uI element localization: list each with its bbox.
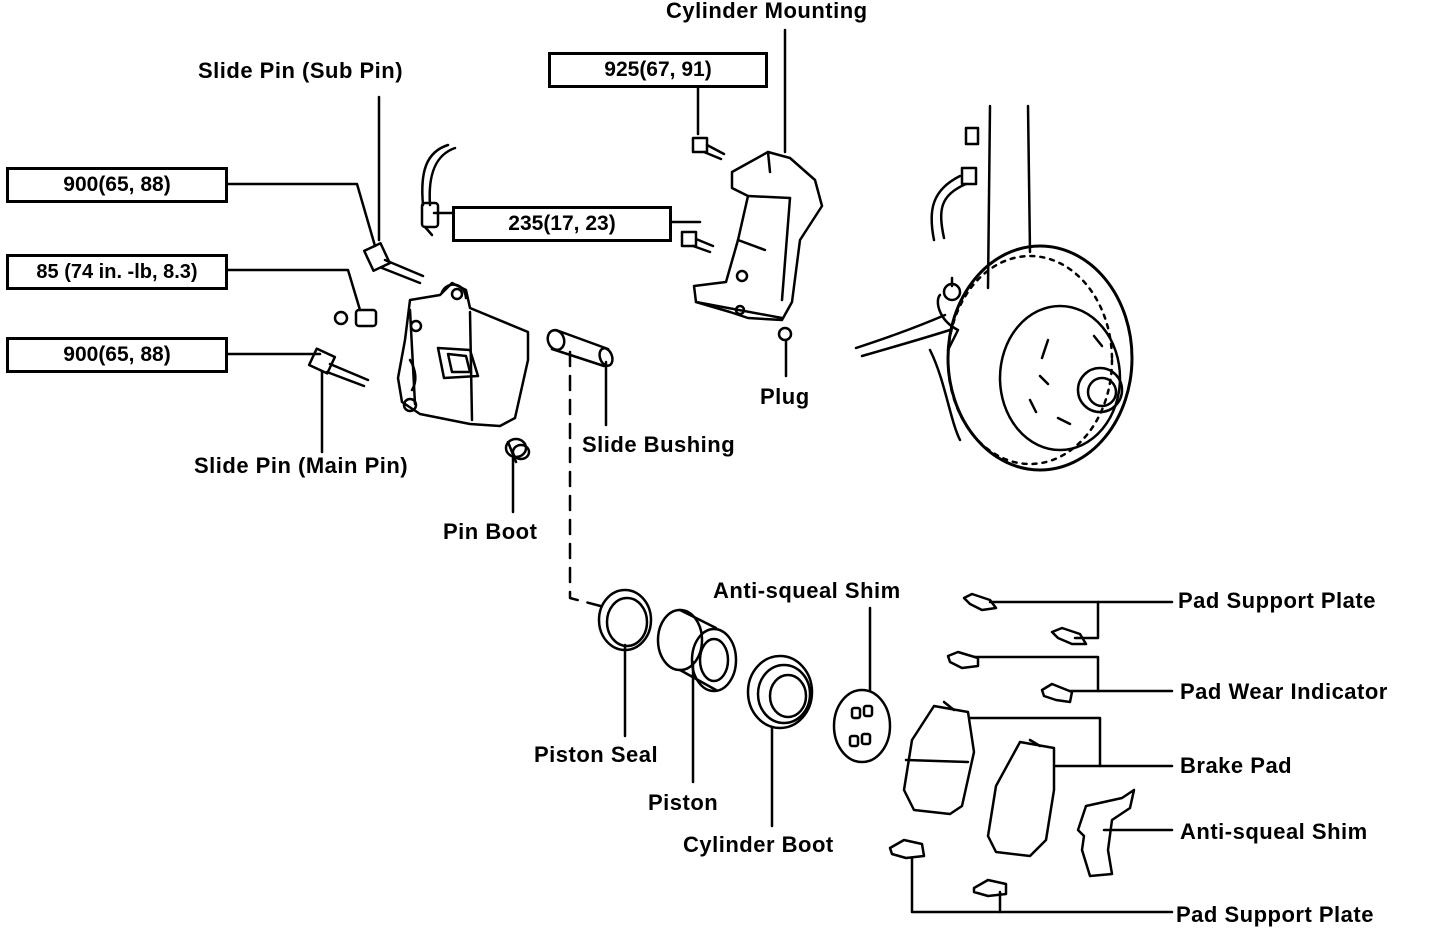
label-pin-boot: Pin Boot [443, 519, 538, 544]
piston-part [656, 608, 738, 693]
label-anti-squeal-shim-right: Anti-squeal Shim [1180, 819, 1368, 844]
anti-squeal-shim-disc [832, 688, 892, 764]
label-slide-bushing: Slide Bushing [582, 432, 736, 457]
label-brake-pad: Brake Pad [1180, 753, 1293, 778]
cylinder-mounting-bracket [692, 150, 824, 322]
anti-squeal-shim-bracket [1076, 788, 1136, 878]
dashed-axis-line [568, 350, 610, 610]
disc-rotor-assembly [854, 104, 1134, 472]
brake-hose [420, 143, 457, 237]
piston-seal [597, 588, 653, 652]
label-cylinder-mounting: Cylinder Mounting [666, 0, 868, 23]
pad-wear-indicators [946, 650, 1074, 704]
label-piston-seal: Piston Seal [534, 742, 659, 767]
label-pad-support-plate-top: Pad Support Plate [1178, 588, 1376, 613]
main-slide-pin [307, 347, 370, 388]
torque-box-cylinder-mounting: 925(67, 91) [548, 52, 768, 88]
cylinder-boot-part [746, 654, 814, 730]
label-anti-squeal-shim-top: Anti-squeal Shim [713, 578, 901, 603]
slide-bushing [546, 328, 614, 368]
label-slide-pin-main: Slide Pin (Main Pin) [194, 453, 409, 478]
torque-box-sub-pin: 900(65, 88) [6, 167, 228, 203]
mounting-bolts [680, 136, 726, 254]
leader-lines [224, 28, 1174, 914]
label-plug: Plug [760, 384, 810, 409]
sub-slide-pin [362, 241, 425, 285]
torque-box-main-pin: 900(65, 88) [6, 337, 228, 373]
torque-box-bleeder: 85 (74 in. -lb, 8.3) [6, 254, 228, 290]
brake-pads [902, 700, 1056, 858]
label-pad-support-plate-bottom: Pad Support Plate [1176, 902, 1374, 927]
pad-support-plates-bottom [888, 838, 1008, 898]
bleeder-plug [333, 308, 378, 328]
label-slide-pin-sub: Slide Pin (Sub Pin) [198, 58, 404, 83]
pad-support-plates-top [962, 592, 1088, 646]
plug-part [777, 326, 793, 342]
label-cylinder-boot: Cylinder Boot [683, 832, 834, 857]
caliper-cylinder [396, 281, 530, 428]
label-pad-wear-indicator: Pad Wear Indicator [1180, 679, 1388, 704]
label-piston: Piston [648, 790, 719, 815]
pin-boot [504, 437, 531, 464]
torque-box-hose-union: 235(17, 23) [452, 206, 672, 242]
